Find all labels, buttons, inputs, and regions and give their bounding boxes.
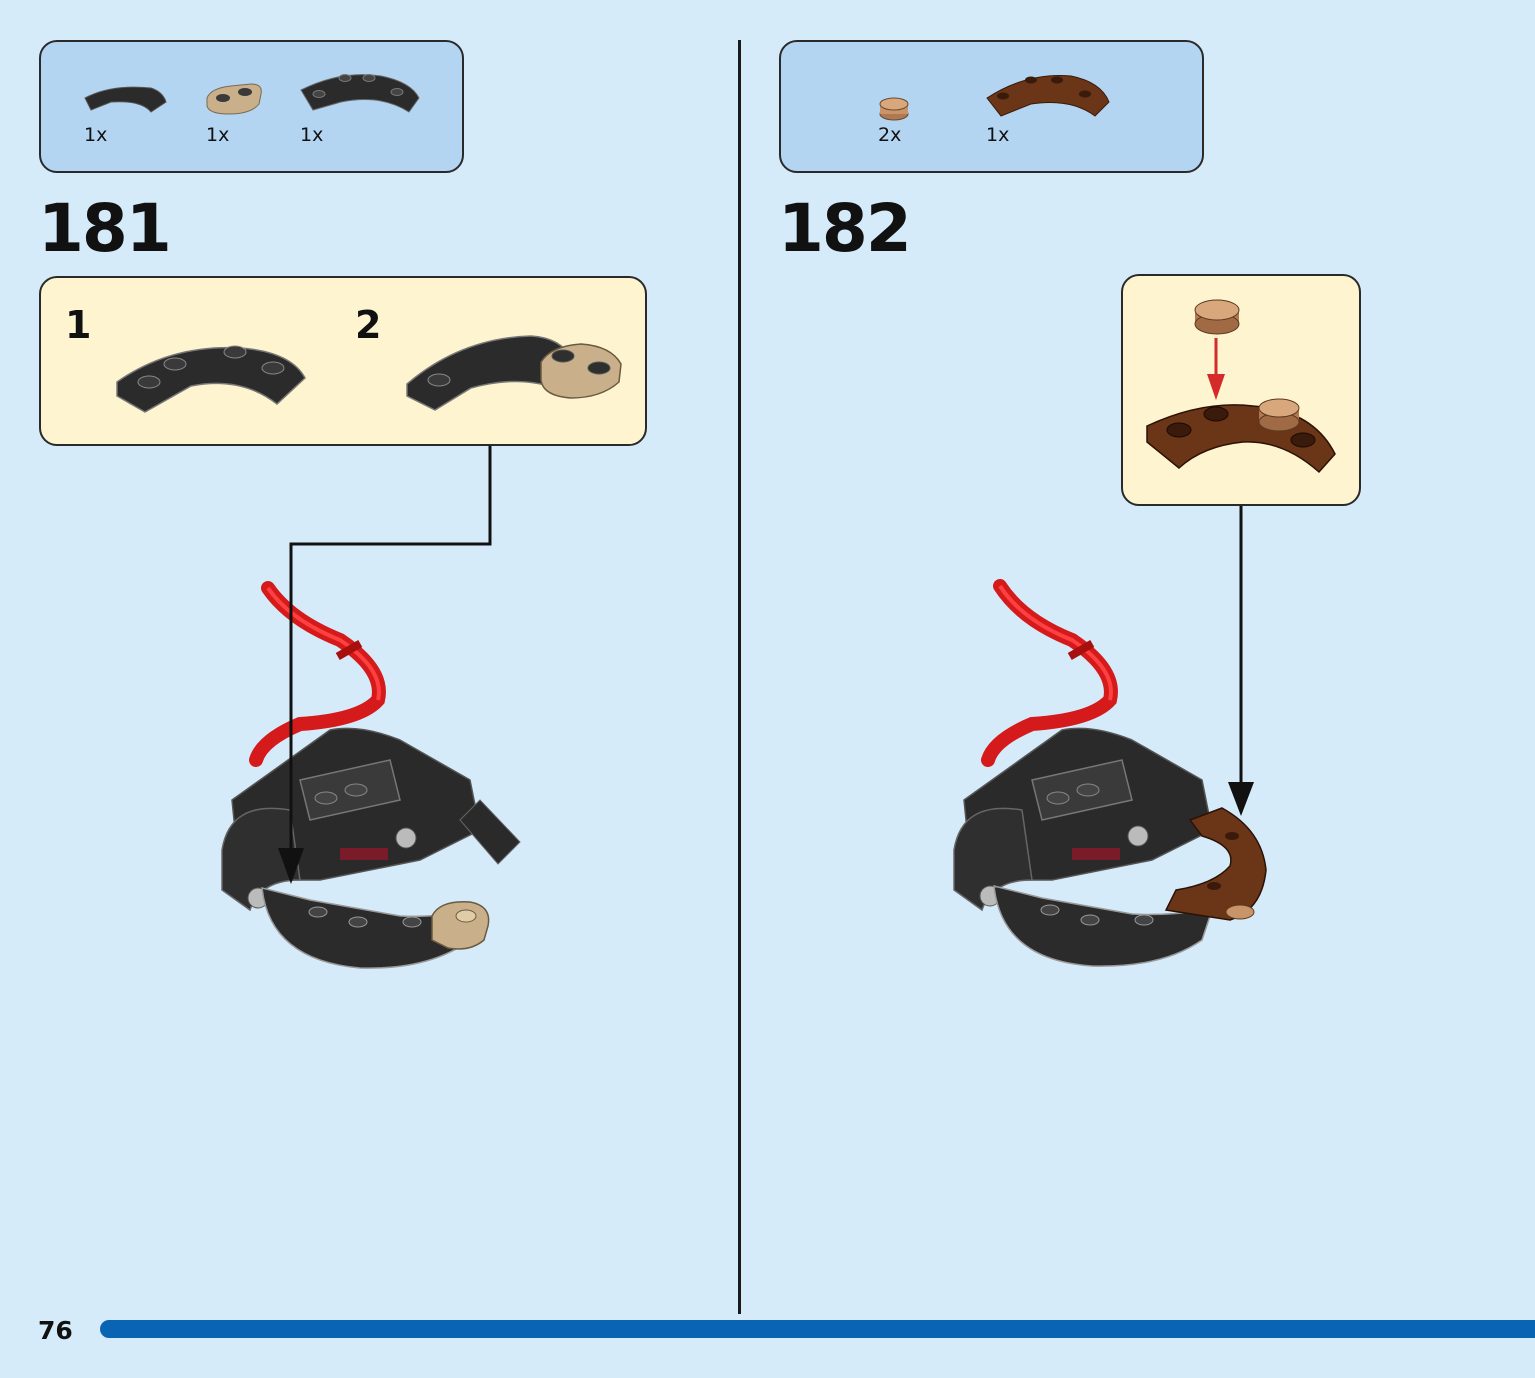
arrow-head-181 bbox=[278, 848, 304, 884]
black-curved-plate-181 bbox=[261, 887, 490, 969]
substep-callout-181: 1 2 bbox=[39, 276, 647, 446]
substep-number-2: 2 bbox=[355, 303, 382, 347]
substep-graphics bbox=[116, 335, 622, 413]
part-round-tile bbox=[879, 97, 909, 121]
step-number-182: 182 bbox=[778, 190, 912, 267]
part-qty-1: 1x bbox=[84, 124, 108, 146]
step-divider bbox=[738, 40, 741, 1314]
part-black-curved-plate bbox=[300, 74, 420, 113]
progress-bar bbox=[100, 1320, 1535, 1338]
part-qty-1: 2x bbox=[878, 124, 902, 146]
connector-line-181 bbox=[289, 446, 492, 862]
brown-plate-182 bbox=[1164, 807, 1267, 921]
part-qty-3: 1x bbox=[300, 124, 324, 146]
substep-2-assembly bbox=[406, 335, 622, 411]
model-step-181 bbox=[221, 446, 521, 969]
model-step-182 bbox=[953, 506, 1267, 967]
step-number-181: 181 bbox=[38, 190, 172, 267]
callout-graphics-182 bbox=[1146, 299, 1336, 474]
substep-callout-182 bbox=[1121, 274, 1361, 506]
black-curved-plate-182 bbox=[993, 885, 1214, 967]
red-arrow-head bbox=[1207, 374, 1225, 400]
falling-round-tile bbox=[1194, 299, 1240, 335]
red-antenna-182 bbox=[981, 579, 1118, 767]
substep-1-plate bbox=[116, 345, 306, 413]
part-black-curved-tile bbox=[84, 86, 167, 113]
parts-graphics-182 bbox=[879, 75, 1110, 121]
black-body-181 bbox=[221, 727, 521, 912]
part-qty-2: 1x bbox=[986, 124, 1010, 146]
red-antenna-181 bbox=[249, 581, 386, 767]
arrow-head-182 bbox=[1228, 782, 1254, 816]
brown-plate-callout bbox=[1146, 398, 1336, 474]
part-tan-plate bbox=[206, 83, 262, 115]
parts-graphics-181 bbox=[84, 74, 420, 115]
parts-list-step-182: 2x 1x bbox=[779, 40, 1204, 173]
substep-number-1: 1 bbox=[65, 303, 92, 347]
parts-list-step-181: 1x 1x 1x bbox=[39, 40, 464, 173]
page-number: 76 bbox=[38, 1316, 73, 1345]
part-qty-2: 1x bbox=[206, 124, 230, 146]
part-brown-curved-plate bbox=[986, 75, 1110, 117]
